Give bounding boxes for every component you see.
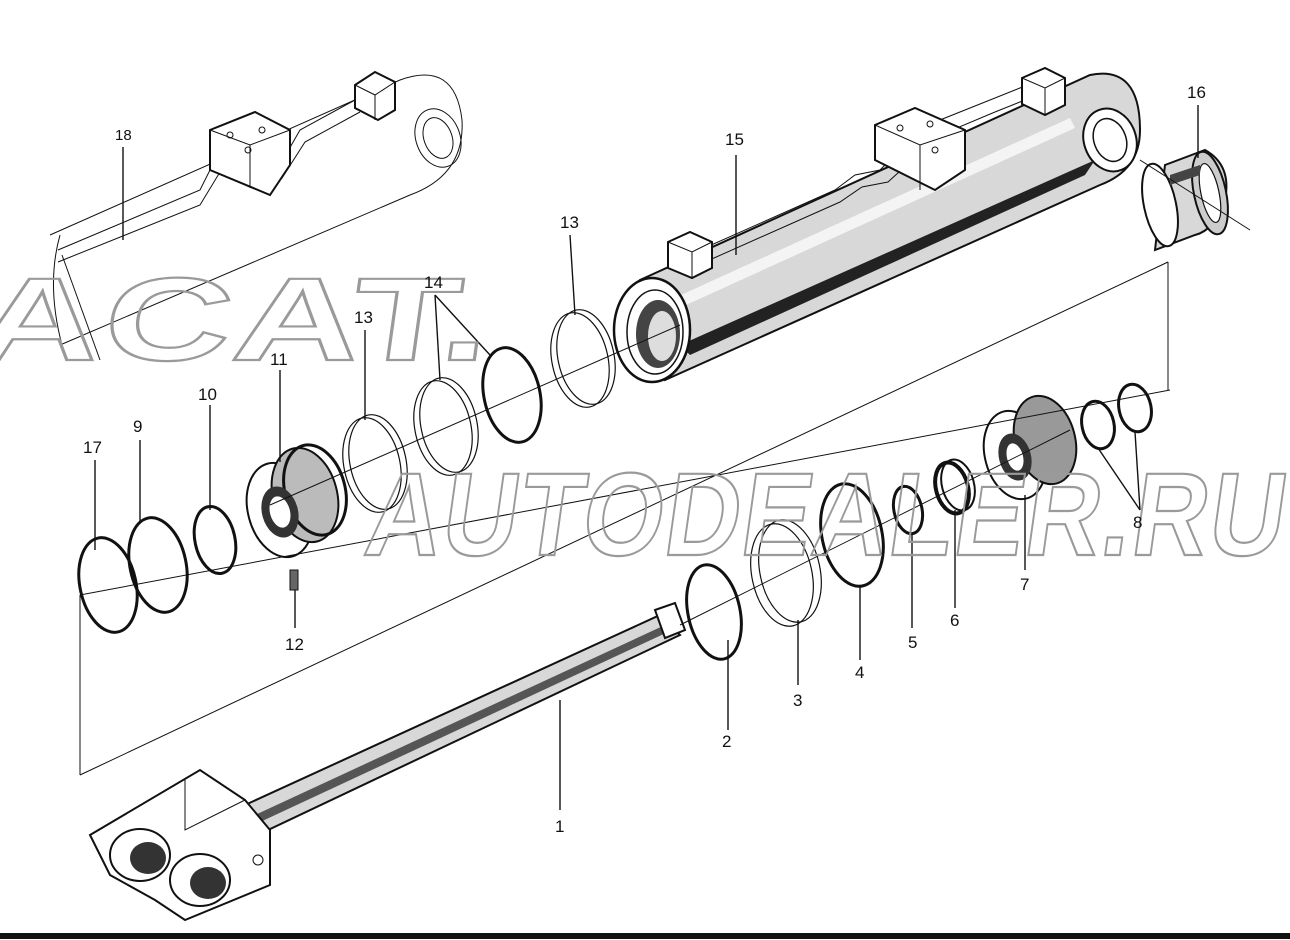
part-8-ring-b xyxy=(1117,382,1153,434)
watermark-line-2: AUTODEALER.RU xyxy=(358,450,1290,581)
callout-18: 18 xyxy=(115,127,132,144)
assembly-lines xyxy=(61,159,1251,776)
part-16-bushing xyxy=(1141,148,1229,252)
callout-4: 4 xyxy=(855,663,864,682)
callout-16: 16 xyxy=(1187,83,1206,102)
part-11-piston xyxy=(245,443,348,559)
callout-5: 5 xyxy=(908,633,917,652)
part-8-ring-a xyxy=(1080,399,1116,451)
part-1-piston-rod xyxy=(88,601,687,922)
callout-13-right: 13 xyxy=(560,213,579,232)
callout-13-left: 13 xyxy=(354,308,373,327)
callout-6: 6 xyxy=(950,611,959,630)
part-10-o-ring xyxy=(192,504,238,576)
part-12-set-screw xyxy=(289,569,299,591)
callout-8: 8 xyxy=(1133,513,1142,532)
part-6-seal xyxy=(933,458,976,516)
watermark-line-1: ACAT. xyxy=(0,255,504,386)
callout-10: 10 xyxy=(198,385,217,404)
callout-9: 9 xyxy=(133,417,142,436)
callout-12: 12 xyxy=(285,635,304,654)
callout-14: 14 xyxy=(424,273,443,292)
callout-1: 1 xyxy=(555,817,564,836)
part-18-cylinder-outline xyxy=(49,70,463,346)
part-4-o-ring xyxy=(819,482,885,588)
leader-lines xyxy=(94,105,1199,810)
part-2-snap-ring xyxy=(685,563,743,661)
part-14-seal-ring-b xyxy=(481,346,543,444)
part-5-backup-ring xyxy=(891,484,925,536)
callout-11: 11 xyxy=(270,350,288,369)
callout-17: 17 xyxy=(83,438,102,457)
callout-7: 7 xyxy=(1020,575,1029,594)
callout-3: 3 xyxy=(793,691,802,710)
callout-15: 15 xyxy=(725,130,744,149)
part-15-cylinder-tube xyxy=(612,66,1142,384)
part-17-ring xyxy=(77,536,139,634)
callout-2: 2 xyxy=(722,732,731,751)
part-9-ring xyxy=(127,516,189,614)
